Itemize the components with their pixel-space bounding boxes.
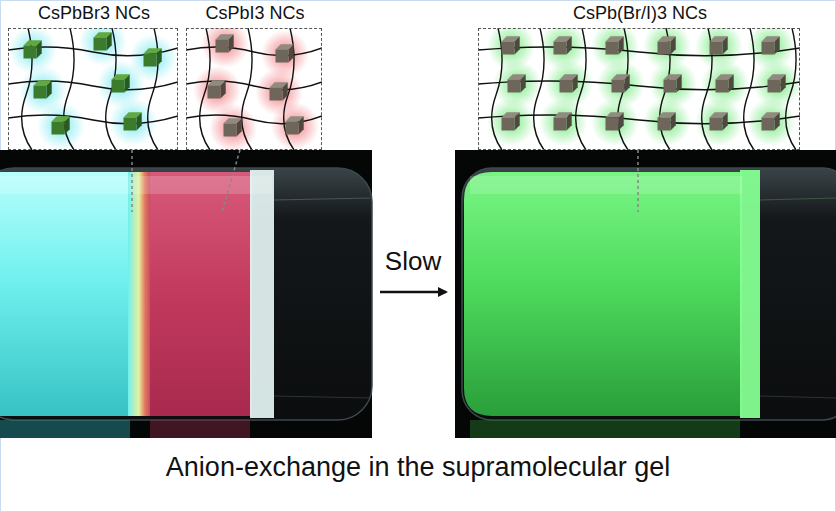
- nanocrystal-cube: [606, 42, 619, 55]
- emission-glow: [201, 28, 249, 68]
- nanocrystal-cube: [270, 88, 283, 101]
- nanocrystal-cube: [283, 82, 288, 100]
- nanocrystal-cube: [664, 80, 677, 93]
- nanocrystal-cube: [515, 36, 520, 54]
- nanocrystal-cube: [515, 112, 520, 130]
- gel-fiber: [242, 28, 252, 150]
- nanocrystal-cube: [625, 74, 630, 92]
- nanocrystal-cube: [723, 112, 728, 130]
- nanocrystal-cube: [289, 44, 294, 62]
- photo-left: [0, 150, 372, 438]
- leader-line: [637, 150, 639, 212]
- dashed-box: CsPbI3 NCs: [186, 28, 322, 150]
- nanocrystal-cube: [34, 86, 47, 99]
- photo-right: [455, 150, 836, 438]
- nanocrystal-cube: [237, 118, 242, 136]
- nanocrystal-cube: [658, 42, 671, 55]
- caption: Anion-exchange in the supramolecular gel: [0, 452, 836, 483]
- emission-glow: [643, 98, 691, 146]
- nanocrystal-cube: [144, 54, 157, 67]
- nanocrystal-cube: [65, 116, 70, 134]
- nanocrystal-cube: [521, 74, 526, 92]
- leader-line: [131, 150, 133, 212]
- nanocrystal-cube: [768, 80, 781, 93]
- nanocrystal-cube: [619, 112, 624, 130]
- nanocrystal-cube: [502, 118, 515, 131]
- nanocrystal-cube: [729, 74, 734, 92]
- nanocrystal-cube: [502, 42, 515, 55]
- gel-box-art: [8, 28, 178, 150]
- nanocrystal-cube: [137, 112, 142, 130]
- nanocrystal-cube: [229, 34, 234, 52]
- gel-fiber: [478, 81, 800, 90]
- nanocrystal-cube: [299, 116, 304, 134]
- emission-glow: [591, 98, 639, 146]
- nanocrystal-cube: [216, 40, 229, 53]
- nanocrystal-cube: [94, 38, 107, 51]
- gel-box-art: [478, 28, 800, 150]
- nanocrystal-cube: [508, 80, 521, 93]
- dashed-box: CsPb(Br/I)3 NCs: [478, 28, 800, 150]
- nanocrystal-cube: [554, 42, 567, 55]
- gel-fiber: [64, 28, 74, 150]
- leader-line: [222, 150, 240, 212]
- nanocrystal-cube: [573, 74, 578, 92]
- nanocrystal-cube: [619, 36, 624, 54]
- process-arrow: [380, 291, 446, 294]
- nanocrystal-cube: [567, 112, 572, 130]
- nanocrystal-cube: [24, 46, 37, 59]
- nanocrystal-cube: [762, 42, 775, 55]
- nanocrystal-cube: [567, 36, 572, 54]
- nanocrystal-cube: [124, 118, 137, 131]
- nanocrystal-cube: [157, 48, 162, 66]
- gel-fiber: [478, 115, 800, 124]
- gel-fiber: [8, 115, 178, 124]
- nanocrystal-cube: [775, 36, 780, 54]
- nanocrystal-cube: [716, 80, 729, 93]
- nanocrystal-cube: [276, 50, 289, 63]
- emission-glow: [37, 102, 85, 150]
- gel-fiber: [148, 28, 158, 150]
- nanocrystal-cube: [775, 112, 780, 130]
- nanocrystal-cube: [671, 36, 676, 54]
- nanocrystal-cube: [47, 80, 52, 98]
- nanocrystal-cube: [781, 74, 786, 92]
- box-heading: CsPb(Br/I)3 NCs: [573, 3, 707, 24]
- nanocrystal-cube: [762, 118, 775, 131]
- nanocrystal-cube: [107, 32, 112, 50]
- emission-glow: [271, 102, 319, 150]
- dashed-box: CsPbBr3 NCs: [8, 28, 178, 150]
- nanocrystal-cube: [221, 80, 226, 98]
- gel-box-art: [186, 28, 322, 150]
- gel-fiber: [186, 81, 322, 90]
- nanocrystal-cube: [286, 122, 299, 135]
- nanocrystal-cube: [224, 124, 237, 137]
- nanocrystal-cube: [723, 36, 728, 54]
- nanocrystal-cube: [208, 86, 221, 99]
- nanocrystal-cube: [37, 40, 42, 58]
- gel-fiber: [478, 47, 800, 56]
- nanocrystal-cube: [710, 118, 723, 131]
- box-heading: CsPbBr3 NCs: [38, 3, 150, 24]
- nanocrystal-cube: [554, 118, 567, 131]
- nanocrystal-cube: [606, 118, 619, 131]
- process-label: Slow: [372, 246, 454, 277]
- gel-fiber: [576, 28, 586, 150]
- nanocrystal-cube: [658, 118, 671, 131]
- nanocrystal-cube: [125, 74, 130, 92]
- emission-glow: [209, 104, 257, 150]
- gel-fiber: [186, 47, 322, 56]
- box-heading: CsPbI3 NCs: [205, 3, 304, 24]
- nanocrystal-cube: [612, 80, 625, 93]
- nanocrystal-cube: [710, 42, 723, 55]
- nanocrystal-cube: [112, 80, 125, 93]
- nanocrystal-cube: [560, 80, 573, 93]
- emission-glow: [487, 98, 535, 146]
- gel-network: [8, 18, 801, 152]
- gel-fiber: [492, 28, 502, 150]
- nanocrystal-cube: [671, 112, 676, 130]
- gel-fiber: [786, 28, 796, 150]
- nanocrystal-cube: [677, 74, 682, 92]
- nanocrystal-cube: [52, 122, 65, 135]
